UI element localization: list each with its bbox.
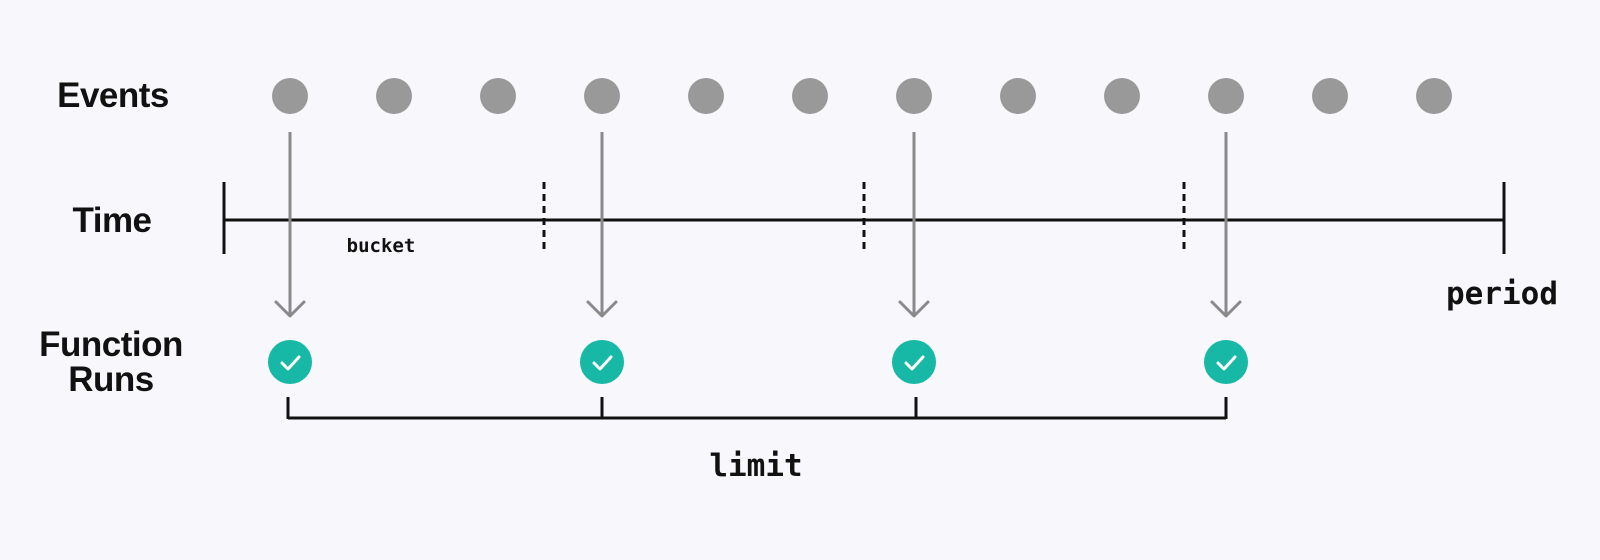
event-dot xyxy=(272,78,308,114)
bucket-label: bucket xyxy=(347,235,416,257)
event-dot xyxy=(688,78,724,114)
check-circle-icon xyxy=(892,340,936,384)
limit-bracket xyxy=(286,397,1228,420)
event-dot xyxy=(1000,78,1036,114)
event-dot xyxy=(376,78,412,114)
event-dot xyxy=(584,78,620,114)
event-dot xyxy=(896,78,932,114)
check-circle-icon xyxy=(1204,340,1248,384)
function-runs-label-line1: Function xyxy=(39,325,183,364)
event-to-run-arrows xyxy=(274,132,1242,318)
event-dot xyxy=(1104,78,1140,114)
period-label: period xyxy=(1446,276,1558,312)
function-runs-label-line2: Runs xyxy=(68,360,154,399)
event-dot xyxy=(480,78,516,114)
time-row-label: Time xyxy=(72,201,151,240)
arrow-down-icon xyxy=(274,132,306,318)
arrow-down-icon xyxy=(1210,132,1242,318)
event-dot xyxy=(1312,78,1348,114)
event-dot xyxy=(792,78,828,114)
timeline xyxy=(222,182,1506,254)
events-row-label: Events xyxy=(57,76,169,115)
events-row xyxy=(272,78,1452,114)
check-circle-icon xyxy=(268,340,312,384)
event-dot xyxy=(1208,78,1244,114)
event-dot xyxy=(1416,78,1452,114)
function-runs-row xyxy=(268,340,1248,384)
arrow-down-icon xyxy=(898,132,930,318)
arrow-down-icon xyxy=(586,132,618,318)
limit-label: limit xyxy=(709,448,802,484)
check-circle-icon xyxy=(580,340,624,384)
